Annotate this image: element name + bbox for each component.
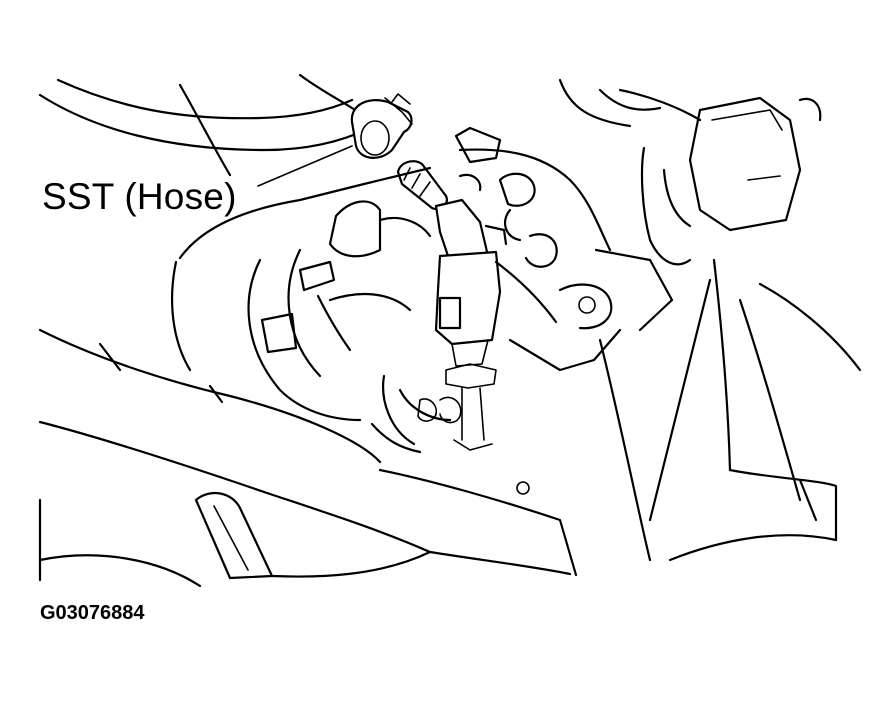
mounting-bracket <box>378 248 674 577</box>
right-panel <box>558 78 862 562</box>
upper-hose <box>38 73 372 177</box>
hose-clamp <box>350 93 413 159</box>
callout-label-sst-hose: SST (Hose) <box>42 176 237 217</box>
lower-frame <box>38 328 572 588</box>
right-connector <box>618 88 822 266</box>
figure-id: G03076884 <box>40 602 145 624</box>
vacuum-ports <box>454 126 622 372</box>
sst-hose-fitting <box>396 160 448 211</box>
callout-leader-line <box>257 145 353 187</box>
sensor-connector <box>434 198 502 451</box>
valve-assembly <box>171 166 462 454</box>
